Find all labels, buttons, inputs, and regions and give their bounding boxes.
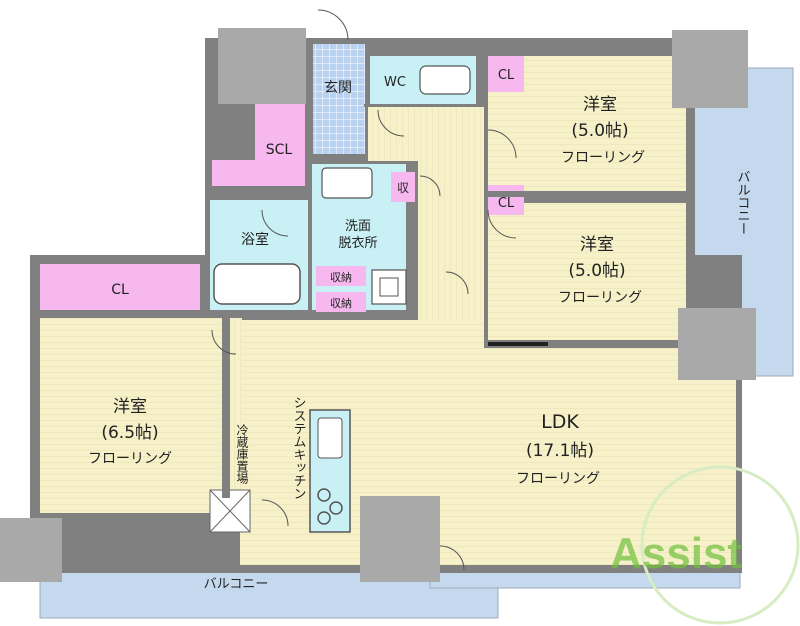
storage-small	[391, 172, 415, 202]
bedroom-w-size: (6.5帖)	[101, 423, 158, 443]
balcony-east-label: バルコニー	[735, 170, 751, 235]
bedroom-e-size: (5.0帖)	[568, 261, 625, 281]
cl-ne-label: CL	[498, 68, 515, 83]
scl-closet-ext	[212, 160, 262, 186]
door-arc	[439, 545, 465, 571]
scl-closet	[255, 104, 305, 186]
assist-logo: Assist	[610, 465, 800, 625]
cl-ne-closet	[488, 56, 524, 92]
entrance-floor	[313, 44, 365, 154]
bedroom-ne-name: 洋室	[583, 95, 617, 115]
hallway-floor-2	[418, 150, 484, 320]
bedroom-e-floor-label: フローリング	[558, 290, 642, 306]
door-arc	[487, 129, 517, 159]
bedroom-e-name: 洋室	[580, 235, 614, 255]
toilet-icon	[419, 65, 471, 95]
stove-burner-icon	[329, 501, 343, 515]
kitchen-label: システムキッチン	[291, 396, 306, 500]
storage-1-box	[316, 266, 366, 286]
door-arc	[211, 329, 237, 355]
storage-1-label: 収納	[330, 271, 352, 284]
pillar	[360, 496, 440, 582]
pillar	[672, 30, 748, 108]
bathtub-icon	[213, 263, 301, 305]
bedroom-ne-floor-label: フローリング	[561, 150, 645, 166]
door-arc	[377, 109, 405, 137]
scl-label: SCL	[266, 142, 293, 158]
stove-burner-icon	[317, 488, 331, 502]
ldk-floor-label: フローリング	[516, 471, 600, 487]
bath-label: 浴室	[241, 231, 269, 248]
bedroom-ne-size: (5.0帖)	[571, 121, 628, 141]
ldk-size: (17.1帖)	[526, 441, 594, 461]
pillar	[678, 308, 756, 380]
washroom-label-1: 洗面	[345, 219, 371, 234]
fridge-label: 冷蔵庫置場	[235, 424, 249, 485]
sliding-door	[488, 342, 548, 346]
balcony-south-label: バルコニー	[204, 577, 269, 592]
washroom-label-2: 脱衣所	[338, 235, 377, 251]
pillar	[0, 518, 62, 582]
washbasin-icon	[321, 167, 373, 199]
ldk-name: LDK	[541, 411, 579, 433]
door-arc	[317, 9, 349, 41]
door-arc	[445, 271, 469, 295]
bedroom-w-floor-label: フローリング	[88, 451, 172, 467]
storage-2-label: 収納	[330, 297, 352, 310]
cl-e-closet	[488, 185, 524, 215]
bedroom-w-name: 洋室	[113, 397, 147, 417]
cl-e-label: CL	[498, 196, 515, 211]
stove-burner-icon	[317, 511, 331, 525]
pillar	[218, 28, 306, 104]
corridor-floor	[228, 318, 242, 508]
washing-machine-icon	[371, 269, 407, 305]
logo-text: Assist	[610, 529, 742, 578]
door-arc	[261, 499, 289, 527]
cl-w-label: CL	[111, 282, 129, 298]
bedroom-w-floor	[40, 318, 222, 513]
storage-small-label: 収	[397, 181, 409, 195]
kitchen-sink-icon	[317, 417, 343, 459]
wc-label: WC	[384, 75, 406, 90]
door-arc	[419, 175, 441, 197]
storage-2-box	[316, 292, 366, 312]
entrance-label: 玄関	[324, 79, 352, 96]
cl-w-closet	[40, 264, 200, 310]
door-arc	[487, 209, 517, 239]
bedroom-e-floor	[488, 203, 686, 341]
door-arc	[261, 209, 289, 237]
